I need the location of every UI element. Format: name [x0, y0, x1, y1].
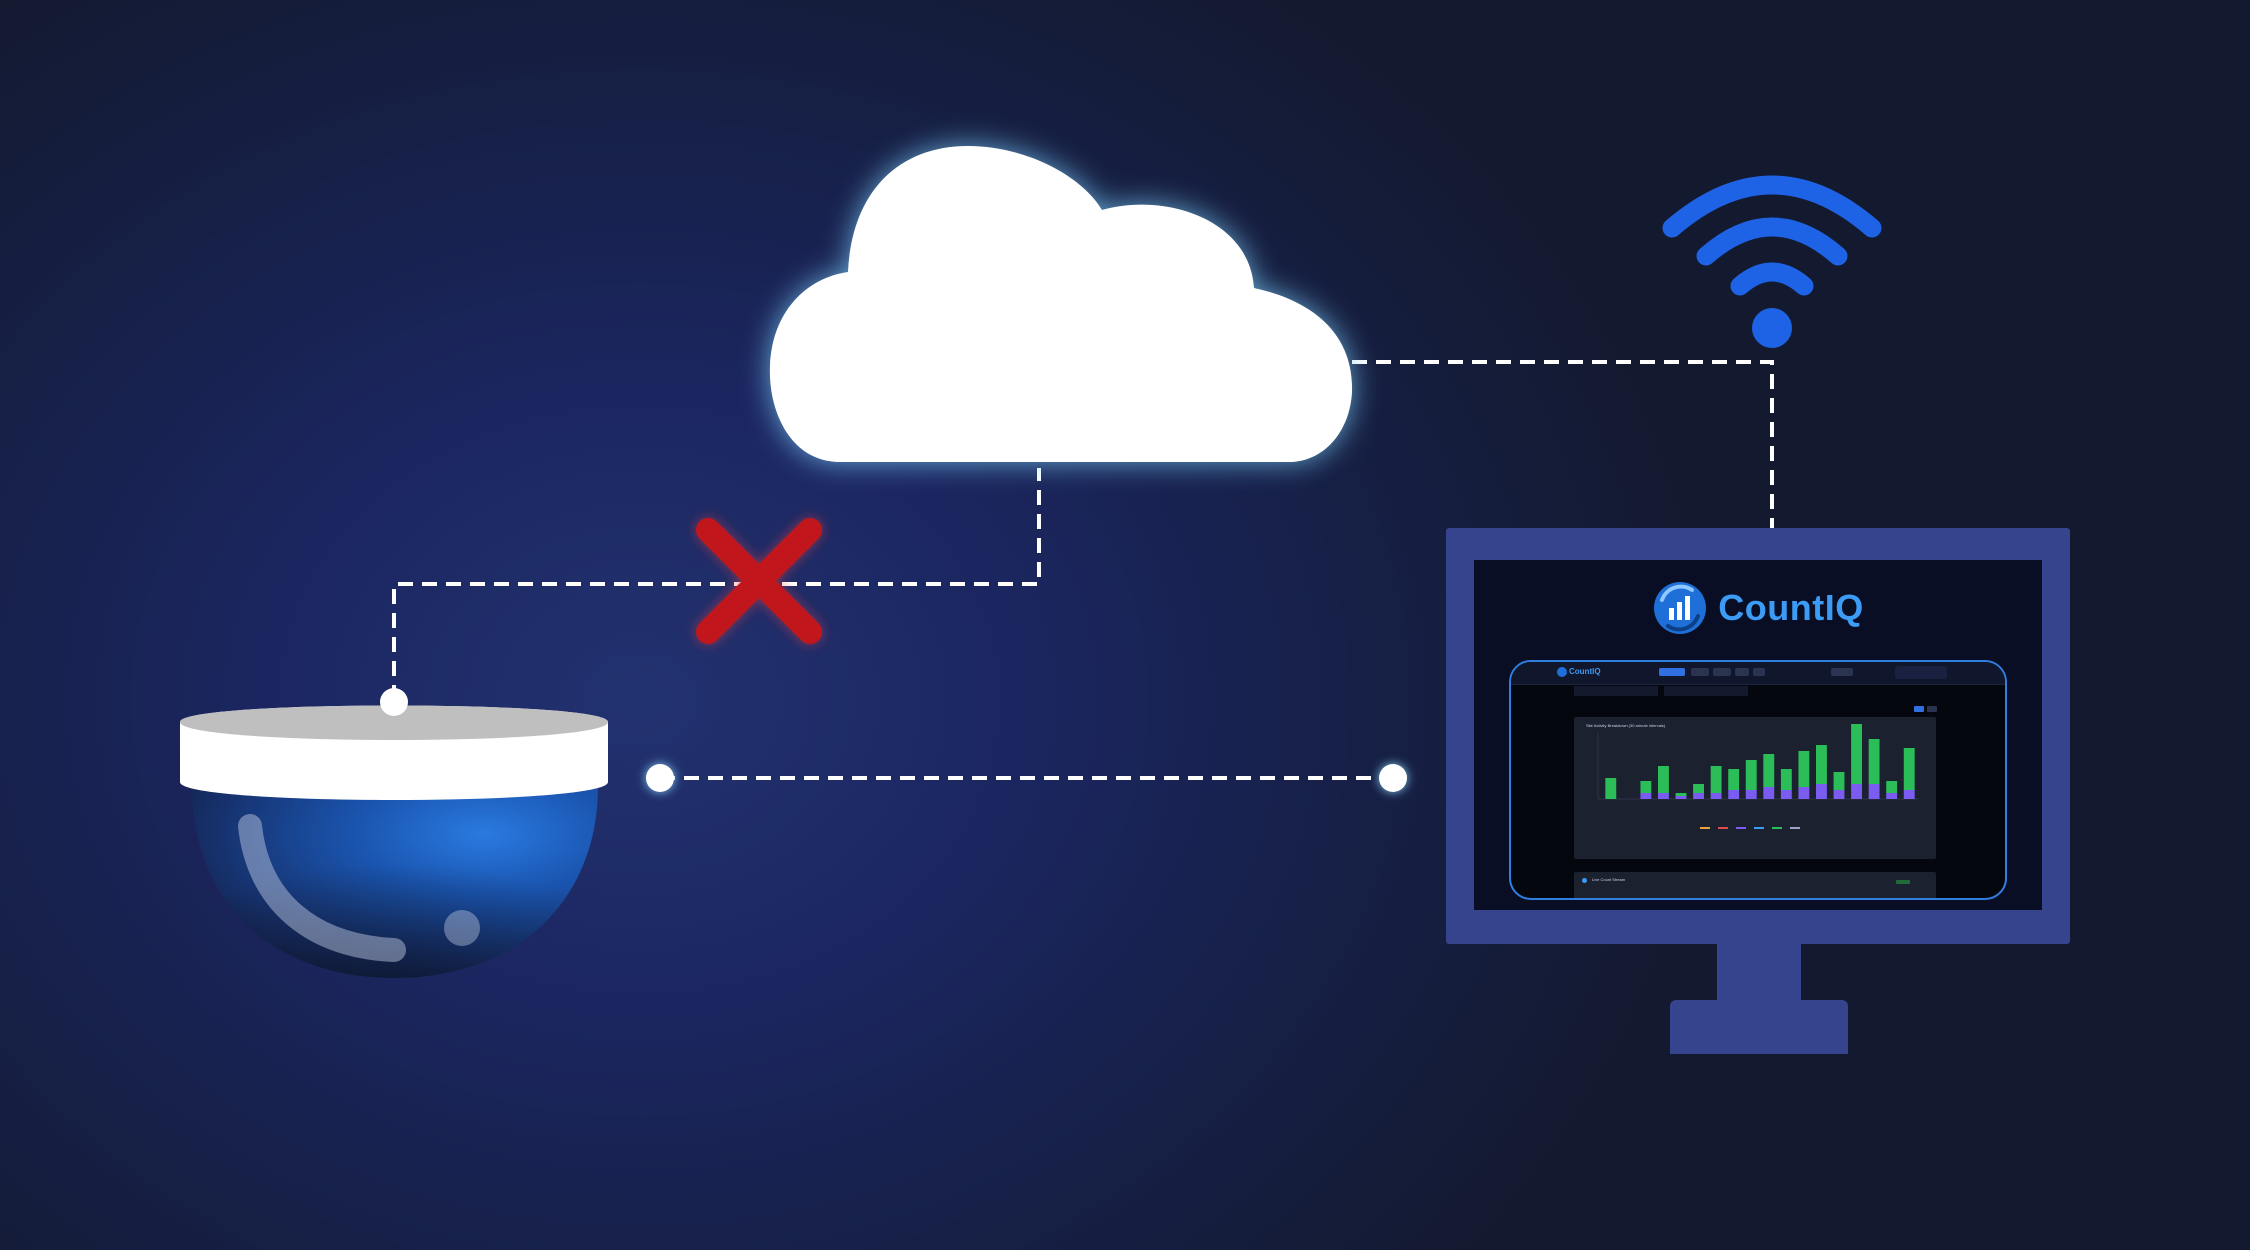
brand-header: CountIQ	[1474, 578, 2042, 638]
chart-bar-series-a	[1851, 724, 1862, 784]
chart-bar-series-b	[1780, 790, 1792, 799]
activity-bar-chart	[1597, 724, 1918, 829]
dashboard-tab[interactable]	[1831, 668, 1853, 676]
dashboard-card	[1574, 686, 1658, 696]
chart-bar-series-a	[1903, 748, 1915, 790]
chart-bar-series-a	[1675, 793, 1687, 796]
chart-bar-series-a	[1658, 766, 1669, 793]
monitor-icon: CountIQ CountIQ Site Activity Breakdown …	[1446, 528, 2070, 944]
chart-bar-series-a	[1745, 760, 1757, 790]
dashboard-brand: CountIQ	[1569, 667, 1601, 676]
chart-bar-series-a	[1693, 784, 1704, 793]
live-stream-icon	[1582, 878, 1587, 883]
activity-chart-title: Site Activity Breakdown (30-minute inter…	[1586, 723, 1666, 728]
cloud-icon	[769, 146, 1353, 462]
chart-bar-series-b	[1658, 793, 1669, 799]
dashboard-preview: CountIQ Site Activity Breakdown (30-minu…	[1509, 660, 2007, 900]
chart-bar-series-b	[1763, 787, 1775, 799]
live-stream-title: Live Count Stream	[1592, 877, 1626, 882]
dashboard-toggle-active[interactable]	[1914, 706, 1924, 712]
dome-camera-icon	[180, 705, 608, 978]
chart-bar-series-b	[1886, 793, 1898, 799]
dashboard-tab-active[interactable]	[1659, 668, 1685, 676]
chart-bar-series-a	[1833, 772, 1845, 790]
monitor-stand-base	[1670, 1000, 1848, 1054]
chart-bar-series-b	[1903, 790, 1915, 799]
dashboard-tab[interactable]	[1753, 668, 1765, 676]
chart-bar-series-a	[1728, 769, 1740, 790]
live-status-badge	[1896, 880, 1910, 884]
blocked-x-icon	[696, 518, 822, 644]
chart-legend-swatch	[1736, 827, 1746, 829]
chart-bar-series-b	[1868, 784, 1880, 799]
dashboard-topbar: CountIQ	[1511, 662, 2005, 685]
dashboard-tab[interactable]	[1713, 668, 1731, 676]
chart-bar-series-b	[1640, 793, 1652, 799]
monitor-stand-neck	[1717, 944, 1801, 1000]
dashboard-user-menu[interactable]	[1895, 666, 1947, 679]
chart-bar-series-b	[1816, 784, 1827, 799]
chart-legend-swatch	[1754, 827, 1764, 829]
chart-bar-series-a	[1868, 739, 1880, 784]
chart-bar-series-b	[1710, 793, 1722, 799]
chart-bar-series-b	[1745, 790, 1757, 799]
chart-legend-swatch	[1790, 827, 1800, 829]
chart-bar-series-a	[1816, 745, 1827, 784]
dashboard-logo-icon	[1557, 667, 1567, 677]
chart-legend-swatch	[1718, 827, 1728, 829]
dashboard-toggle[interactable]	[1927, 706, 1937, 712]
activity-chart-panel: Site Activity Breakdown (30-minute inter…	[1574, 717, 1936, 859]
chart-bar-series-a	[1710, 766, 1722, 793]
brand-name: CountIQ	[1718, 587, 1864, 628]
dashboard-tab[interactable]	[1691, 668, 1709, 676]
chart-bar-series-a	[1886, 781, 1898, 793]
chart-bar-series-b	[1798, 787, 1810, 799]
chart-bar-series-a	[1798, 751, 1810, 787]
chart-bar-series-a	[1763, 754, 1775, 787]
dashboard-tab[interactable]	[1735, 668, 1749, 676]
live-stream-panel: Live Count Stream	[1574, 872, 1936, 898]
chart-bar-series-a	[1780, 769, 1792, 790]
chart-bar-series-b	[1728, 790, 1740, 799]
camera-top-node	[380, 688, 408, 716]
cloud-to-monitor-link	[1352, 360, 1774, 528]
wifi-icon	[1662, 175, 1882, 348]
chart-legend-swatch	[1700, 827, 1710, 829]
chart-bar-series-b	[1851, 784, 1862, 799]
chart-bar-series-a	[1640, 781, 1652, 793]
countiq-logo-icon	[1654, 582, 1707, 634]
chart-bar-series-b	[1693, 793, 1704, 799]
chart-bar-series-b	[1833, 790, 1845, 799]
dashboard-card	[1664, 686, 1748, 696]
chart-bar-series-b	[1675, 796, 1687, 799]
chart-bar-series-a	[1605, 778, 1617, 799]
monitor-screen: CountIQ CountIQ Site Activity Breakdown …	[1474, 560, 2042, 910]
camera-side-node	[646, 764, 674, 792]
chart-legend-swatch	[1772, 827, 1782, 829]
monitor-side-node	[1379, 764, 1407, 792]
camera-to-cloud-link	[392, 468, 1041, 700]
